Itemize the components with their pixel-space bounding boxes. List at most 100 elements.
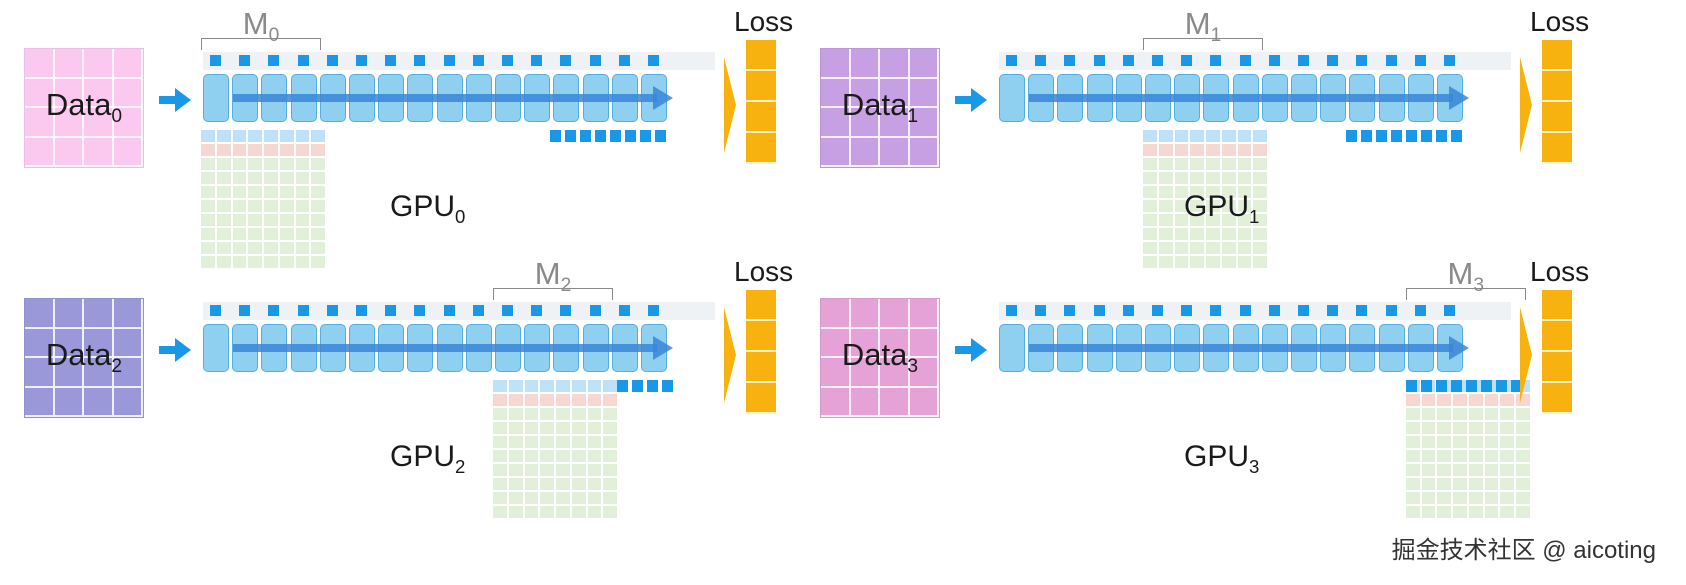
param-square: [1356, 55, 1368, 66]
param-square: [560, 55, 572, 66]
memory-row: [1143, 158, 1269, 170]
loss-label: Loss: [734, 256, 794, 287]
param-square: [1414, 55, 1426, 66]
memory-row: [493, 450, 619, 462]
memory-row: [493, 492, 619, 504]
grad-square: [647, 380, 658, 392]
param-square: [1268, 305, 1280, 316]
loss-label: Loss: [1530, 256, 1590, 287]
data-block: Data1: [820, 48, 940, 168]
param-square: [1385, 305, 1397, 316]
param-square: [443, 55, 455, 66]
param-square: [472, 55, 484, 66]
param-strip: [999, 302, 1511, 320]
param-square: [1444, 305, 1455, 316]
param-square: [589, 305, 601, 316]
param-square: [1268, 55, 1280, 66]
grad-square: [1495, 380, 1507, 392]
param-square: [1210, 55, 1222, 66]
param-square: [1122, 305, 1134, 316]
memory-row: [1405, 436, 1532, 448]
param-square: [1035, 305, 1047, 316]
grad-square: [1420, 380, 1432, 392]
param-strip: [999, 52, 1511, 70]
data-block: Data2: [24, 298, 144, 418]
grad-square: [1391, 130, 1402, 142]
shard-label: M1: [1184, 6, 1222, 47]
param-square: [297, 55, 309, 66]
data-grid-cells: [25, 49, 143, 167]
gpu-label: GPU3: [1184, 440, 1260, 477]
forward-arrow-icon: [233, 86, 673, 110]
memory-row: [1143, 130, 1269, 142]
memory-row: [1143, 144, 1269, 156]
param-square: [239, 305, 251, 316]
memory-row: [201, 158, 327, 170]
memory-row: [201, 172, 327, 184]
memory-row: [493, 394, 619, 406]
data-label: Data3: [841, 337, 919, 378]
param-square: [1152, 305, 1163, 316]
param-square: [1122, 55, 1134, 66]
shard-label: M3: [1447, 256, 1485, 297]
param-square: [1239, 305, 1251, 316]
param-square: [326, 55, 338, 66]
param-square: [1210, 305, 1222, 316]
forward-arrow-icon: [233, 336, 673, 360]
memory-shard: [1143, 130, 1269, 270]
input-arrow-icon: [955, 338, 987, 362]
param-square: [1152, 55, 1163, 66]
memory-row: [201, 228, 327, 240]
grad-square: [1376, 130, 1387, 142]
param-square: [385, 55, 397, 66]
memory-row: [493, 422, 619, 434]
param-square: [531, 55, 543, 66]
memory-row: [1143, 186, 1269, 198]
shard-label: M0: [242, 6, 280, 47]
grad-strip: [1405, 380, 1526, 394]
param-square: [385, 305, 397, 316]
param-square: [1327, 305, 1339, 316]
model-layers: [203, 322, 715, 374]
param-square: [268, 305, 280, 316]
grad-square: [610, 130, 621, 142]
loss-bar: [746, 40, 776, 164]
param-square: [560, 305, 572, 316]
grad-square: [1450, 380, 1462, 392]
grad-square: [1451, 130, 1462, 142]
memory-row: [493, 506, 619, 518]
param-square: [414, 305, 426, 316]
param-square: [648, 55, 659, 66]
model-layers: [203, 72, 715, 124]
data-grid-cells: [821, 49, 939, 167]
param-square: [1035, 55, 1047, 66]
param-square: [297, 305, 309, 316]
param-square: [443, 305, 455, 316]
shard-bracket: [493, 288, 613, 300]
loss-bar: [1542, 290, 1572, 414]
param-square: [1181, 305, 1193, 316]
input-arrow-icon: [159, 338, 191, 362]
grad-square: [640, 130, 651, 142]
param-square: [1181, 55, 1193, 66]
grad-square: [662, 380, 673, 392]
grad-square: [595, 130, 606, 142]
shard-label: M2: [534, 256, 572, 297]
memory-row: [1405, 408, 1532, 420]
memory-row: [1405, 450, 1532, 462]
memory-row: [201, 186, 327, 198]
param-square: [618, 55, 630, 66]
watermark: 掘金技术社区 @ aicoting: [1391, 537, 1656, 564]
param-square: [1385, 55, 1397, 66]
param-strip: [203, 302, 715, 320]
input-arrow-icon: [955, 88, 987, 112]
grad-square: [625, 130, 636, 142]
grad-square: [1465, 380, 1477, 392]
grad-square: [1406, 130, 1417, 142]
param-square: [210, 55, 221, 66]
param-square: [1298, 55, 1309, 66]
grad-square: [550, 130, 561, 142]
